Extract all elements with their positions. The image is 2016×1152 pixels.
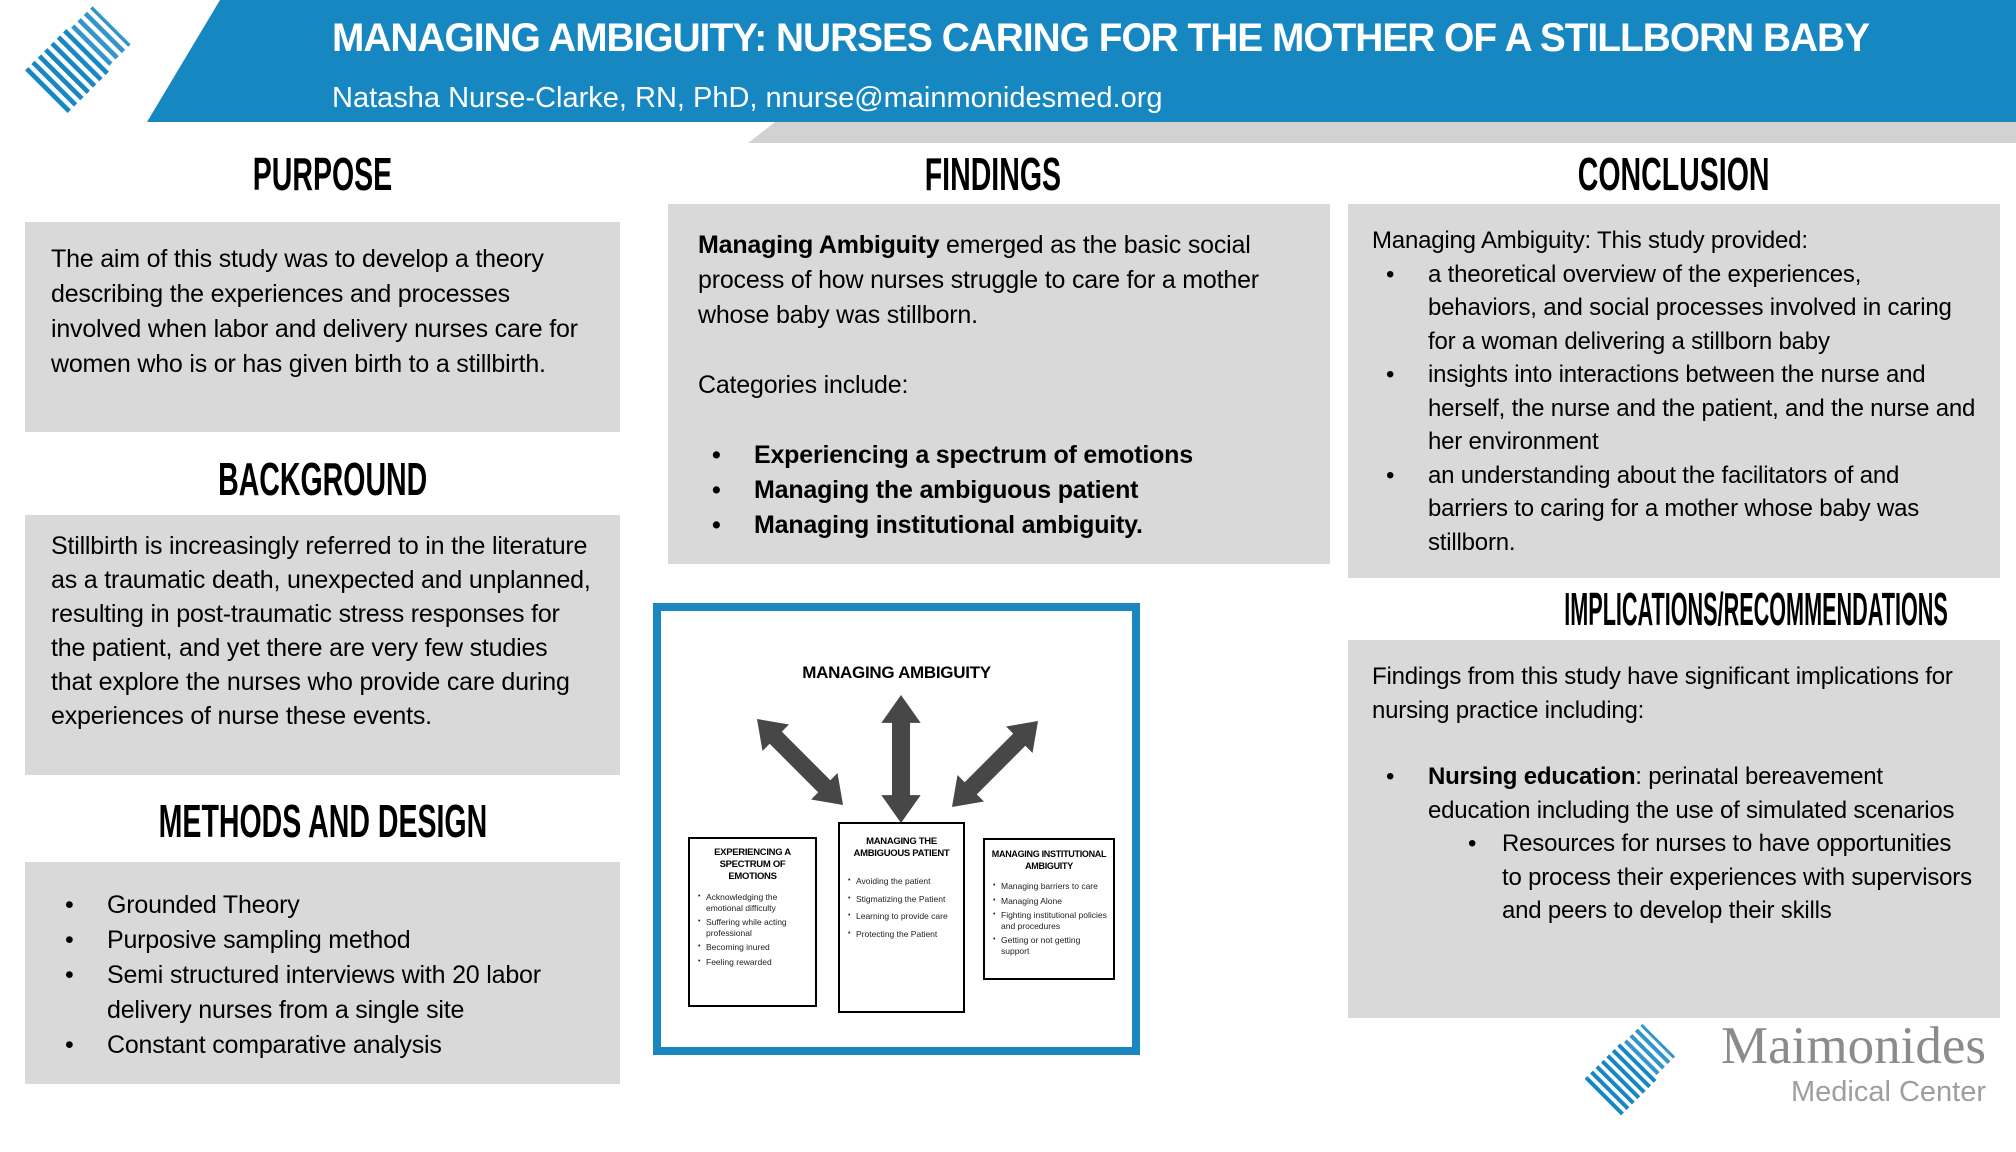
implications-bullet-list: •Nursing education: perinatal bereavemen… [1372, 760, 1976, 928]
list-item: •Learning to provide care [848, 911, 948, 921]
findings-categories-label: Categories include: [698, 371, 909, 399]
list-item: •Managing institutional ambiguity. [712, 511, 1143, 539]
list-item: •Getting or not getting support [993, 935, 1081, 956]
list-item: •Becoming inured [698, 942, 770, 952]
methods-heading: METHODS AND DESIGN [158, 795, 487, 847]
model-diagram: MANAGING AMBIGUITY EXPERIENCING A SPECTR… [661, 611, 1132, 1047]
list-item: •Protecting the Patient [848, 928, 938, 939]
conclusion-bullet-list: •a theoretical overview of the experienc… [1372, 258, 1976, 560]
list-item: •Grounded Theory [65, 891, 300, 919]
list-item: •Avoiding the patient [848, 876, 931, 886]
findings-text-box: Managing Ambiguity emerged as the basic … [668, 204, 1330, 564]
diagram-box-emotions: EXPERIENCING A SPECTRUM OF EMOTIONS •Ack… [688, 837, 817, 1007]
double-arrows-graphic [756, 695, 1039, 823]
conclusion-heading: CONCLUSION [1578, 148, 1770, 200]
poster-author: Natasha Nurse-Clarke, RN, PhD, nnurse@ma… [332, 82, 1163, 114]
footer-brand-logo: Maimonides Medical Center [1582, 1018, 1992, 1128]
diagram-box-patient: MANAGING THE AMBIGUOUS PATIENT •Avoiding… [838, 822, 965, 1013]
background-heading: BACKGROUND [217, 453, 428, 505]
list-item: •Fighting institutional policies and pro… [993, 910, 1107, 931]
purpose-heading: PURPOSE [252, 148, 393, 200]
conclusion-text-box: Managing Ambiguity: This study provided:… [1348, 204, 2000, 578]
list-item: •Managing barriers to care [993, 881, 1098, 891]
header-shadow [748, 122, 2016, 143]
list-item: •Feeling rewarded [698, 956, 772, 967]
implications-text-box: Findings from this study have significan… [1348, 640, 2000, 1018]
list-item: •Constant comparative analysis [65, 1031, 442, 1059]
background-body: Stillbirth is increasingly referred to i… [51, 532, 591, 730]
header-banner [147, 0, 2016, 122]
implications-heading: IMPLICATIONS/RECOMMENDATIONS [1564, 583, 1948, 635]
findings-heading: FINDINGS [924, 148, 1061, 200]
list-item: •insights into interactions between the … [1386, 361, 1976, 455]
conclusion-lead: Managing Ambiguity: This study provided: [1372, 227, 1808, 254]
purpose-body: The aim of this study was to develop a t… [51, 245, 578, 378]
diagonal-arrow-right [951, 720, 1039, 808]
list-item: •Acknowledging the emotional difficulty [698, 892, 778, 913]
list-item-sub: •Resources for nurses to have opportunit… [1468, 830, 1972, 924]
maimonides-logo-icon [24, 6, 131, 114]
list-item: •an understanding about the facilitators… [1386, 461, 1920, 556]
diagram-title: MANAGING AMBIGUITY [802, 663, 991, 682]
list-item: •Stigmatizing the Patient [848, 893, 946, 904]
purpose-text-box: The aim of this study was to develop a t… [25, 222, 620, 432]
list-item: •a theoretical overview of the experienc… [1386, 260, 1952, 355]
maimonides-logo-icon [1583, 1023, 1676, 1117]
list-item: •Experiencing a spectrum of emotions [712, 441, 1193, 469]
list-item: •Managing the ambiguous patient [712, 476, 1139, 504]
list-item: •Managing Alone [993, 895, 1062, 906]
methods-text-box: •Grounded Theory •Purposive sampling met… [25, 862, 620, 1084]
model-diagram-frame: MANAGING AMBIGUITY EXPERIENCING A SPECTR… [653, 603, 1140, 1055]
findings-bullet-list: •Experiencing a spectrum of emotions •Ma… [698, 438, 1300, 543]
vertical-arrow-center [881, 695, 921, 823]
background-text-box: Stillbirth is increasingly referred to i… [25, 515, 620, 775]
diagram-box-institutional: MANAGING INSTITUTIONAL AMBIGUITY •Managi… [983, 838, 1115, 980]
findings-lead: Managing Ambiguity emerged as the basic … [698, 231, 1259, 329]
brand-name: Maimonides [1721, 1017, 1986, 1075]
list-item: •Suffering while acting professional [698, 917, 787, 938]
methods-bullet-list: •Grounded Theory •Purposive sampling met… [51, 888, 594, 1063]
list-item: •Nursing education: perinatal bereavemen… [1386, 763, 1955, 824]
brand-subtitle: Medical Center [1790, 1076, 1986, 1108]
list-item: •Purposive sampling method [65, 926, 411, 954]
list-item: •Semi structured interviews with 20 labo… [65, 961, 541, 1024]
poster-title: MANAGING AMBIGUITY: NURSES CARING FOR TH… [332, 16, 1870, 60]
diagonal-arrow-left [756, 718, 844, 806]
implications-lead: Findings from this study have significan… [1372, 663, 1953, 724]
